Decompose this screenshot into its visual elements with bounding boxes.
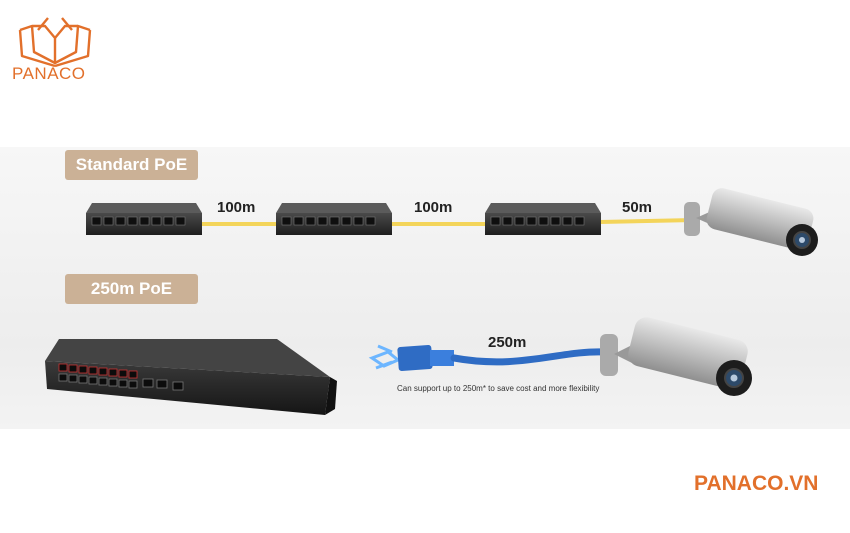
logo-text: PANACO bbox=[12, 64, 86, 83]
standard-poe-label: Standard PoE bbox=[65, 150, 198, 180]
switch-icon bbox=[485, 203, 601, 235]
switch-icon bbox=[45, 339, 337, 415]
camera-icon bbox=[600, 317, 752, 396]
distance-label: 100m bbox=[414, 199, 453, 216]
ethernet-plug-icon bbox=[368, 344, 454, 371]
switch-icon bbox=[86, 203, 202, 235]
distance-label: 50m bbox=[622, 199, 653, 216]
caption: Can support up to 250m* to save cost and… bbox=[397, 384, 600, 393]
logo-book-icon bbox=[18, 17, 92, 68]
blue-cable bbox=[450, 348, 609, 366]
yellow-cable bbox=[202, 218, 696, 226]
extended-poe-label: 250m PoE bbox=[65, 274, 198, 304]
distance-label: 100m bbox=[217, 199, 256, 216]
camera-icon bbox=[684, 188, 818, 256]
footer-brand: PANACO.VN bbox=[694, 472, 819, 495]
distance-label: 250m bbox=[488, 334, 527, 351]
switch-icon bbox=[276, 203, 392, 235]
